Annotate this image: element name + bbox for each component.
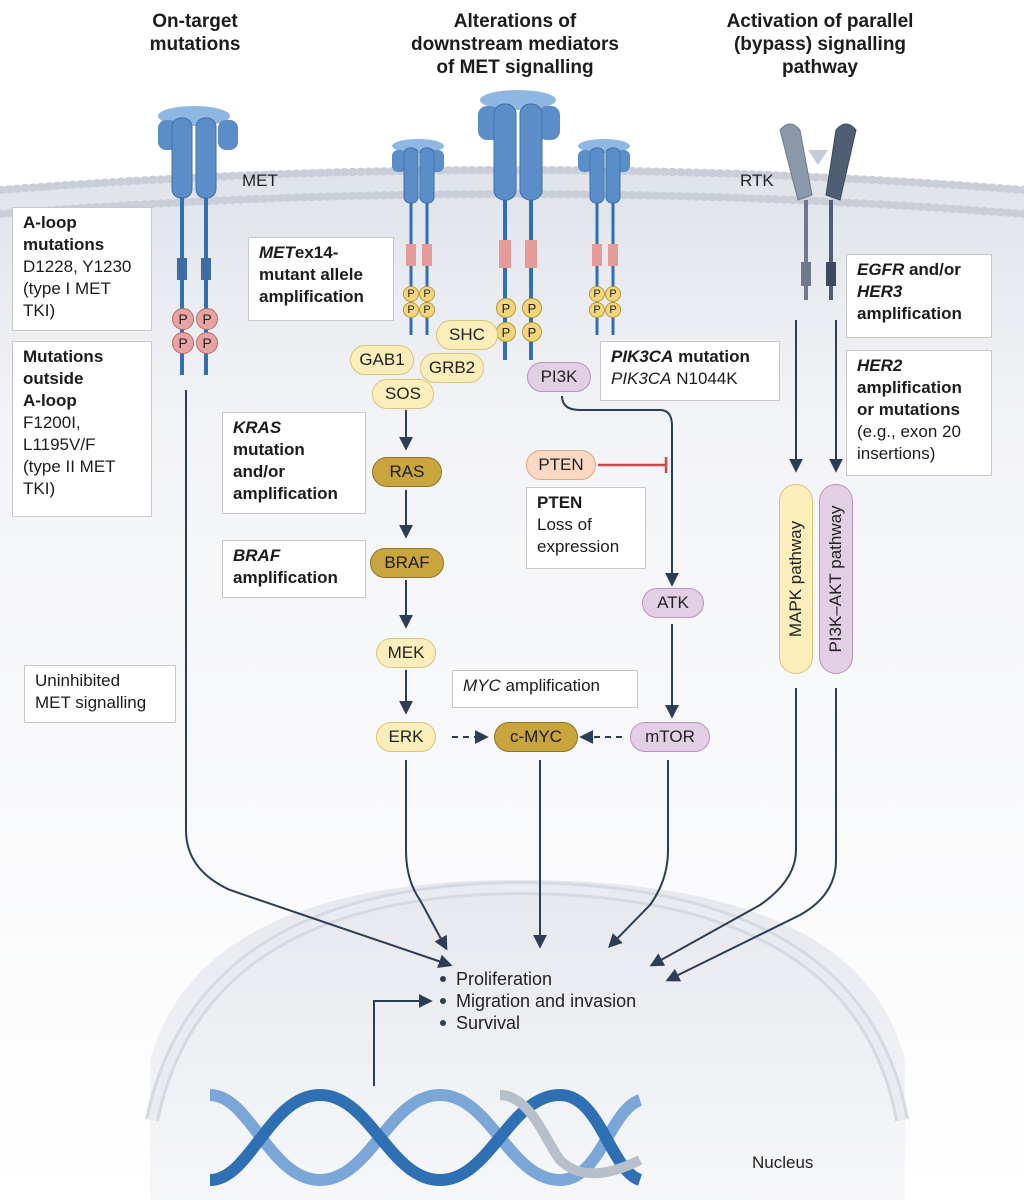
node-gab1: GAB1 — [350, 345, 414, 375]
box-her2: HER2 amplification or mutations (e.g., e… — [846, 350, 992, 476]
nucleus-label: Nucleus — [752, 1153, 814, 1172]
phospho-site: P — [172, 332, 194, 354]
phospho-site: P — [419, 302, 435, 318]
myc-gene: MYC — [463, 676, 501, 695]
met-receptor-small-1 — [392, 139, 444, 335]
phospho-site: P — [522, 298, 542, 318]
metex14-gene: MET — [259, 243, 295, 262]
box-metex14: METex14- mutant allele amplification — [248, 237, 394, 321]
kras-gene: KRAS — [233, 418, 282, 437]
phospho-site: P — [419, 286, 435, 302]
phospho-site: P — [605, 302, 621, 318]
nucleus — [145, 880, 909, 1200]
node-pten: PTEN — [526, 450, 596, 480]
outside-body: F1200I, L1195V/F (type II MET TKI) — [23, 413, 116, 498]
header-downstream: Alterations of downstream mediators of M… — [411, 11, 619, 78]
mapk-pathway-label: MAPK pathway — [786, 520, 805, 638]
her2-body: (e.g., exon 20 insertions) — [857, 422, 961, 463]
header-on-target: On-target mutations — [149, 11, 241, 55]
outside-title: Mutations outside A-loop — [23, 347, 104, 410]
box-uninhibited: Uninhibited MET signalling — [24, 665, 176, 723]
box-egfr-her3: EGFR and/or HER3 amplification — [846, 254, 992, 338]
phospho-site: P — [589, 286, 605, 302]
myc-text: amplification — [500, 676, 601, 695]
met-label: MET — [242, 171, 278, 190]
uninhibited-text: Uninhibited MET signalling — [35, 671, 147, 712]
box-pten: PTEN Loss of expression — [526, 487, 646, 569]
pten-title: PTEN — [537, 493, 583, 512]
cellular-outcomes: Proliferation Migration and invasion Sur… — [440, 968, 636, 1034]
dna-helix — [209, 1088, 643, 1187]
box-braf: BRAF amplification — [222, 540, 366, 598]
phospho-site: P — [605, 286, 621, 302]
pi3k-akt-pathway-label: PI3K–AKT pathway — [826, 505, 845, 653]
node-erk: ERK — [376, 722, 436, 752]
node-pi3k: PI3K — [527, 362, 591, 392]
aloop-title: A-loop mutations — [23, 213, 105, 254]
pten-inhibition — [598, 457, 668, 473]
phospho-site: P — [589, 302, 605, 318]
box-mutations-outside-aloop: Mutations outside A-loop F1200I, L1195V/… — [12, 341, 152, 517]
node-atk: ATK — [642, 588, 704, 618]
braf-gene: BRAF — [233, 546, 281, 565]
pik3ca-variant-gene: PIK3CA — [611, 369, 672, 388]
outcome-item: Survival — [440, 1012, 636, 1034]
outcome-item: Migration and invasion — [440, 990, 636, 1012]
her2-gene: HER2 — [857, 356, 903, 375]
pten-body: Loss of expression — [537, 515, 620, 556]
her3-gene: HER3 — [857, 282, 903, 301]
box-kras: KRAS mutation and/or amplification — [222, 412, 366, 514]
phospho-site: P — [403, 302, 419, 318]
mapk-pathway-pill: MAPK pathway — [779, 484, 813, 674]
node-sos: SOS — [372, 379, 434, 409]
phospho-site: P — [496, 322, 516, 342]
box-myc: MYC amplification — [452, 670, 638, 708]
kras-text: mutation and/or amplification — [233, 440, 338, 503]
metex14-text: ex14- mutant allele amplification — [259, 243, 364, 306]
node-braf: BRAF — [370, 548, 444, 578]
egfr-mid: and/or — [908, 260, 961, 279]
node-shc: SHC — [436, 320, 498, 350]
met-receptor-small-2 — [578, 139, 630, 335]
pi3k-akt-pathway-pill: PI3K–AKT pathway — [819, 484, 853, 674]
node-grb2: GRB2 — [420, 353, 484, 383]
node-ras: RAS — [372, 457, 442, 487]
her2-text: amplification or mutations — [857, 378, 962, 419]
rtk-receptor — [779, 123, 857, 300]
arrows — [185, 320, 843, 1086]
rtk-label: RTK — [740, 171, 774, 190]
egfr-text: amplification — [857, 304, 962, 323]
node-mek: MEK — [376, 638, 436, 668]
phospho-site: P — [522, 322, 542, 342]
pik3ca-text: mutation — [673, 347, 750, 366]
outcome-item: Proliferation — [440, 968, 636, 990]
braf-text: amplification — [233, 568, 338, 587]
box-pik3ca: PIK3CA mutation PIK3CA N1044K — [600, 341, 780, 401]
phospho-site: P — [196, 332, 218, 354]
box-aloop-mutations: A-loop mutations D1228, Y1230 (type I ME… — [12, 207, 152, 331]
egfr-gene: EGFR — [857, 260, 905, 279]
phospho-site: P — [403, 286, 419, 302]
pik3ca-variant: N1044K — [671, 369, 738, 388]
header-bypass: Activation of parallel (bypass) signalli… — [726, 11, 914, 78]
phospho-site: P — [172, 308, 194, 330]
node-cmyc: c-MYC — [494, 722, 578, 752]
node-mtor: mTOR — [630, 722, 710, 752]
pik3ca-gene: PIK3CA — [611, 347, 674, 366]
phospho-site: P — [196, 308, 218, 330]
phospho-site: P — [496, 298, 516, 318]
aloop-body: D1228, Y1230 (type I MET TKI) — [23, 257, 132, 320]
